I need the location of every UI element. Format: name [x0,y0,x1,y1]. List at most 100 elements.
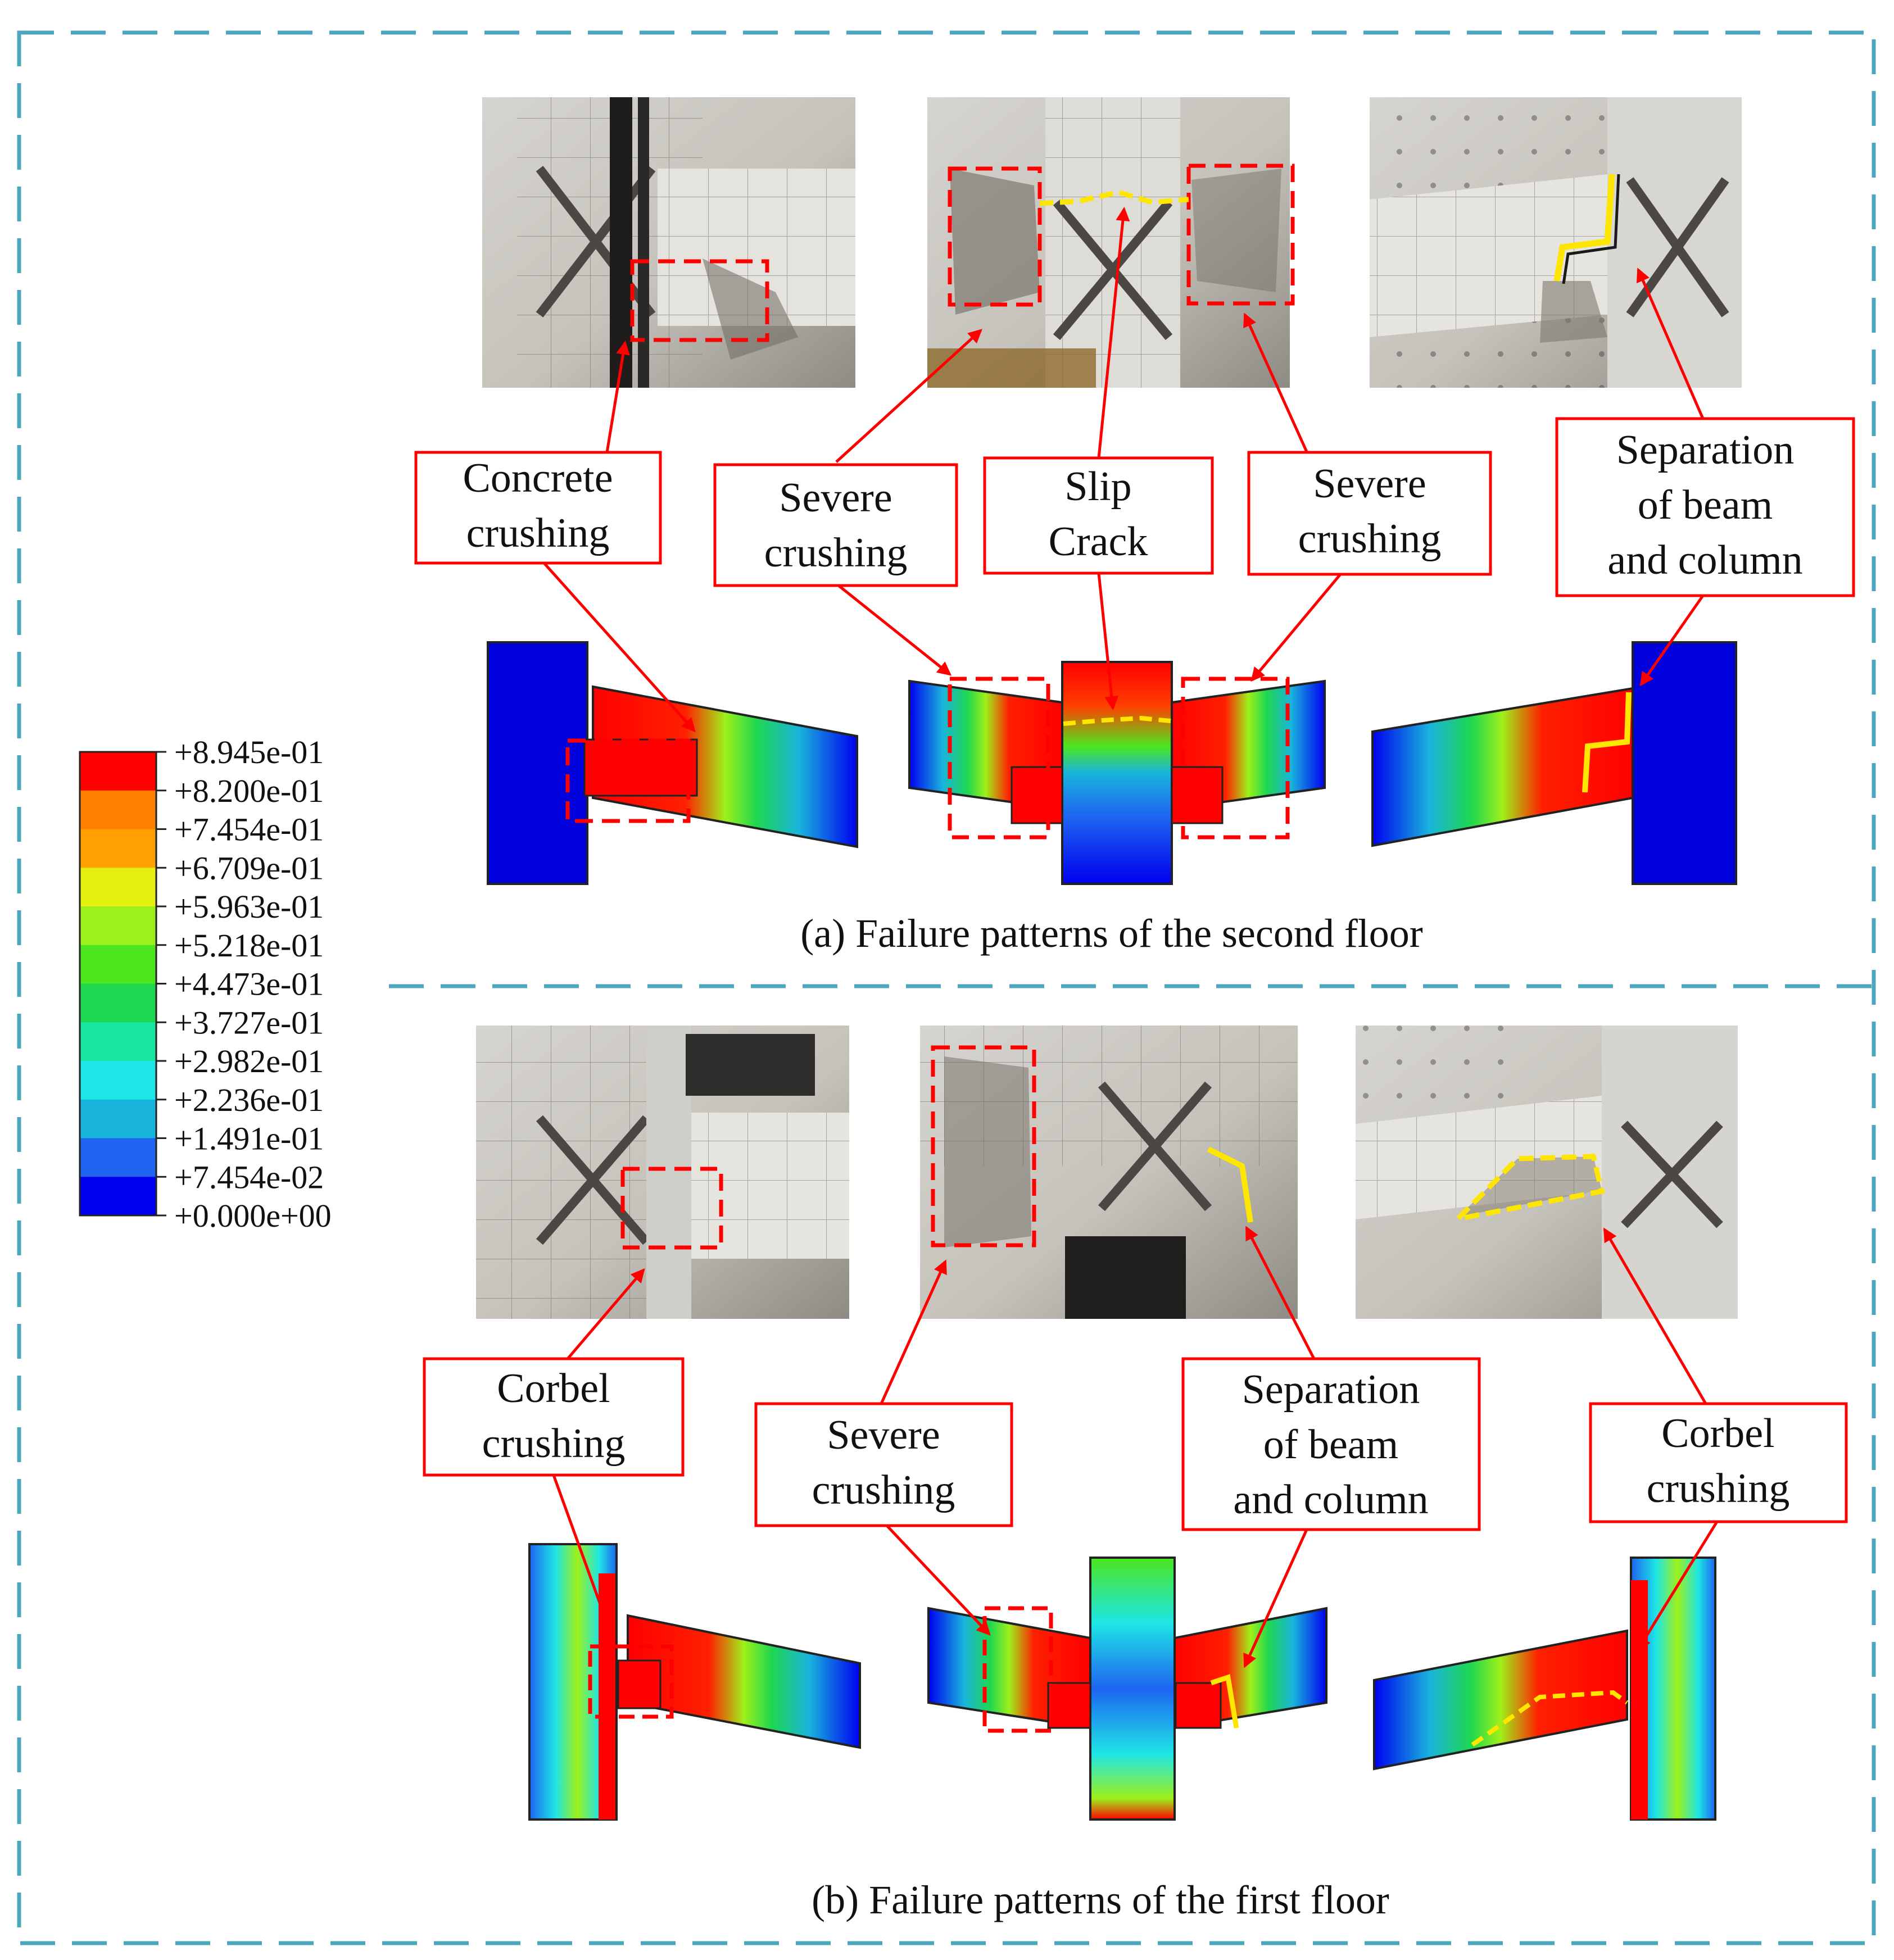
legend-swatch [80,945,156,984]
panel-b-photos [476,1026,1738,1319]
fe-a-middle [908,661,1326,885]
frame-dashes [17,30,1876,1945]
label-a2-box: Severe crushing [713,463,958,587]
caption-a: (a) Failure patterns of the second floor [800,911,1423,956]
label-a3-line1: Slip [1064,464,1131,510]
label-b3-box: Separation of beam and column [1181,1357,1481,1531]
legend-swatch [80,906,156,946]
fe-a-left [487,641,858,885]
label-a5-line3: and column [1607,537,1802,583]
label-a5-line1: Separation [1616,427,1794,473]
label-b4-box: Corbel crushing [1589,1402,1848,1523]
fe-b-right [1373,1557,1716,1821]
label-a5-line2: of beam [1638,482,1773,528]
legend-swatch [80,790,156,829]
legend-value: +5.963e-01 [174,888,324,925]
fe-b-middle [927,1557,1327,1821]
arrow-b2-down [886,1525,991,1636]
photo-a-left [482,97,855,388]
label-b2-line1: Severe [827,1412,940,1458]
label-b2-line2: crushing [812,1467,955,1513]
outer-frame [17,30,1876,1945]
legend-value: +7.454e-01 [174,811,324,848]
arrow-a3-up [1097,207,1130,459]
label-b1-line2: crushing [482,1421,626,1467]
legend-swatch [80,868,156,907]
label-a5-box: Separation of beam and column [1555,417,1855,597]
arrow-a4-down [1250,573,1342,682]
label-b4-line2: crushing [1647,1466,1790,1512]
legend-swatch [80,1022,156,1061]
arrow-b2-up [880,1259,947,1405]
arrow-a2-up [835,329,982,463]
fe-b-left [528,1543,861,1821]
photo-a-right [1370,97,1742,388]
legend-swatch [80,1138,156,1177]
legend-swatch [80,1099,156,1138]
arrow-b3-down [1243,1528,1308,1668]
label-a4-line1: Severe [1313,461,1426,507]
legend-value: +2.236e-01 [174,1082,324,1118]
legend-value: +4.473e-01 [174,966,324,1002]
arrow-a5-up [1636,267,1705,419]
arrow-b1-down [552,1474,613,1633]
legend-value: +0.000e+00 [174,1197,332,1234]
label-b3-line2: of beam [1263,1422,1398,1468]
label-a3-line2: Crack [1049,519,1148,565]
arrow-b4-down [1637,1521,1719,1652]
legend-swatch [80,1061,156,1100]
label-a1-line1: Concrete [463,455,613,501]
label-b2-box: Severe crushing [754,1402,1013,1527]
panel-a-fe-models [487,641,1737,885]
arrow-a3-down [1097,573,1119,710]
label-a2-line1: Severe [779,475,892,521]
arrow-a5-down [1639,595,1705,687]
label-a4-box: Severe crushing [1247,451,1492,576]
fe-a-right [1371,641,1737,885]
legend-value: +6.709e-01 [174,850,324,886]
arrow-b3-up [1245,1226,1316,1360]
legend-swatch [80,752,156,791]
legend-swatch [80,1177,156,1216]
label-a2-line2: crushing [764,530,908,576]
annotation-arrows [543,207,1719,1668]
label-b3-line3: and column [1233,1477,1428,1523]
label-b4-line1: Corbel [1661,1410,1774,1457]
arrow-a1-down [543,562,696,732]
arrow-a2-down [837,584,952,676]
legend-value: +3.727e-01 [174,1004,324,1041]
arrow-a1-up [605,341,630,453]
legend-value: +8.200e-01 [174,773,324,809]
photo-b-middle [920,1026,1298,1319]
legend-swatch [80,983,156,1023]
legend-swatch [80,829,156,868]
photo-b-left [476,1026,849,1319]
label-b3-line1: Separation [1242,1367,1420,1413]
arrow-b4-up [1603,1227,1707,1405]
legend-value: +5.218e-01 [174,927,324,964]
legend-value: +2.982e-01 [174,1043,324,1079]
arrow-a4-up [1243,312,1311,459]
label-b1-line1: Corbel [497,1365,610,1412]
label-a4-line2: crushing [1298,516,1442,562]
legend-value: +8.945e-01 [174,734,324,770]
panel-a-photos [482,97,1742,388]
panel-b-fe-models [528,1543,1716,1821]
caption-b: (b) Failure patterns of the first floor [812,1877,1389,1922]
photo-b-right [1356,1026,1738,1319]
legend-value: +1.491e-01 [174,1120,324,1157]
label-b1-box: Corbel crushing [423,1357,685,1477]
contour-legend: +8.945e-01+8.200e-01+7.454e-01+6.709e-01… [79,734,332,1234]
